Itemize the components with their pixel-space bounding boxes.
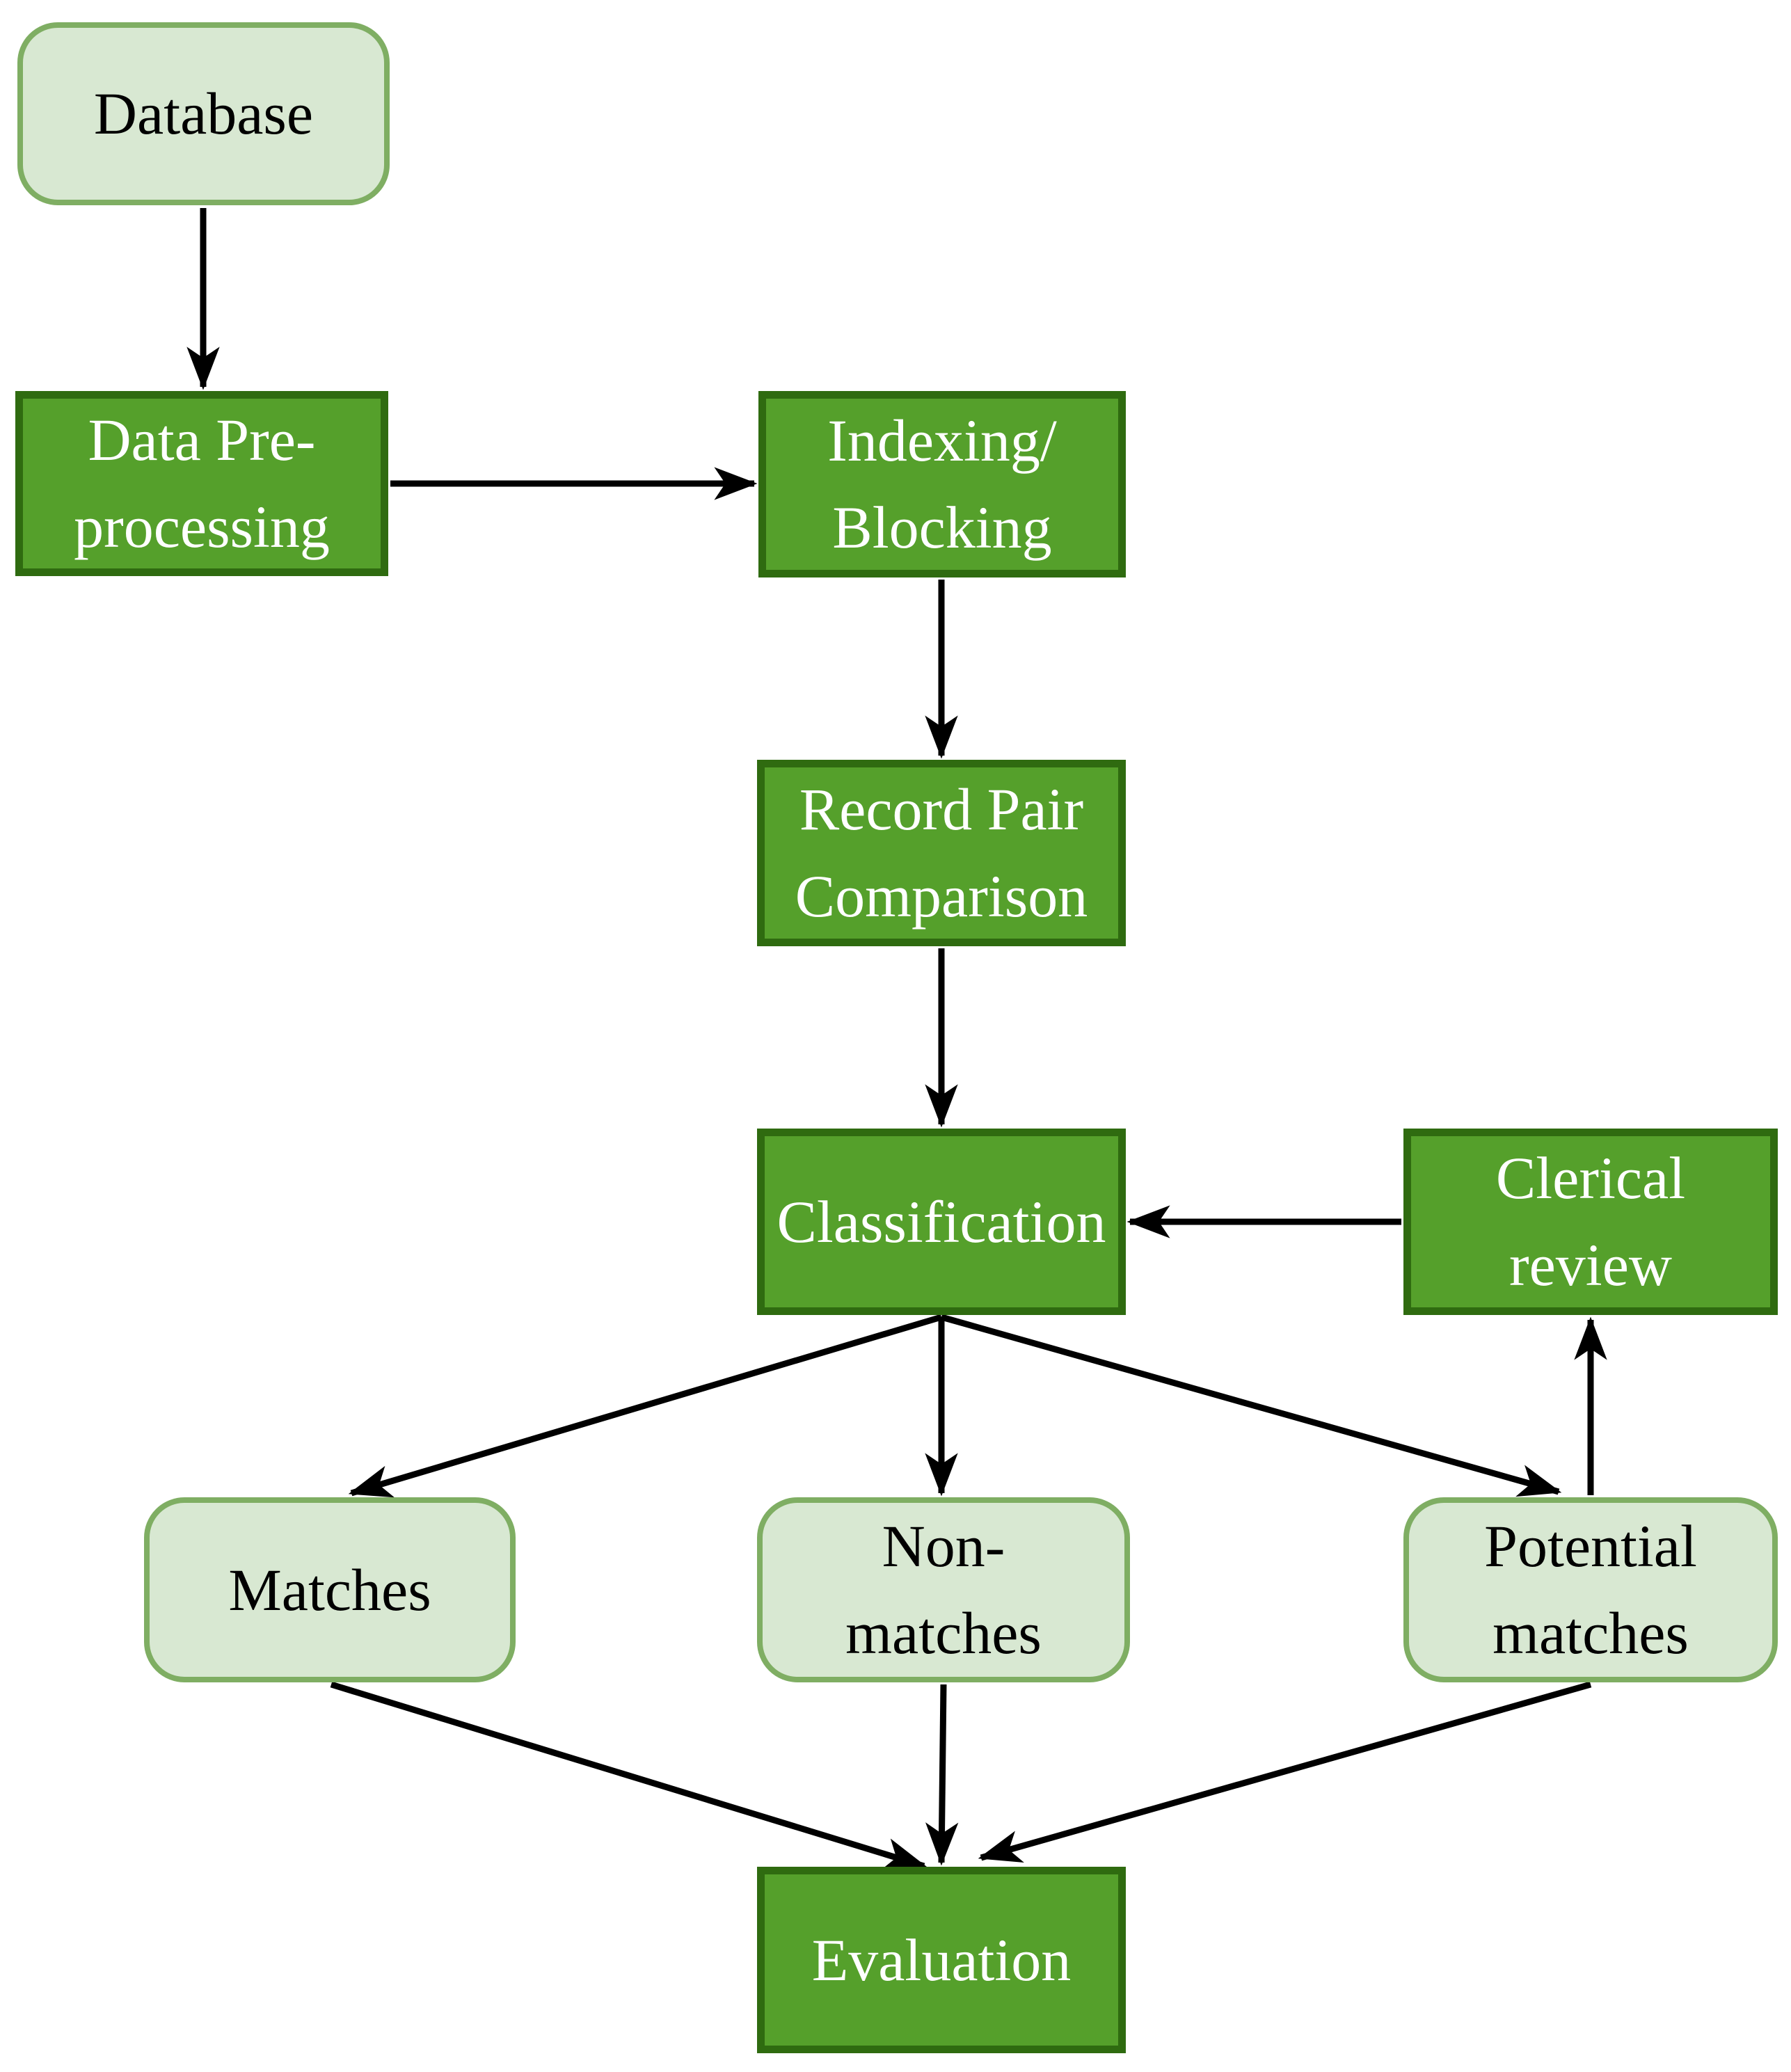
node-record-pair-comparison-label: Record Pair Comparison xyxy=(795,776,1088,930)
node-potential-matches-label: Potential matches xyxy=(1484,1513,1697,1666)
node-evaluation-label: Evaluation xyxy=(811,1926,1072,1993)
node-matches-label: Matches xyxy=(228,1556,431,1623)
edge-potential-to-evaluation xyxy=(978,1681,1592,1863)
node-database-label: Database xyxy=(93,80,314,148)
node-non-matches-label: Non- matches xyxy=(845,1513,1042,1666)
node-clerical-review: Clerical review xyxy=(1403,1129,1778,1315)
edge-matches-to-evaluation xyxy=(330,1681,928,1870)
node-indexing-blocking: Indexing/ Blocking xyxy=(758,391,1126,577)
node-classification: Classification xyxy=(757,1129,1126,1315)
node-indexing-blocking-label: Indexing/ Blocking xyxy=(827,407,1057,561)
node-evaluation: Evaluation xyxy=(757,1867,1126,2053)
node-potential-matches: Potential matches xyxy=(1403,1497,1778,1682)
node-matches: Matches xyxy=(144,1497,516,1682)
node-clerical-review-label: Clerical review xyxy=(1495,1145,1686,1298)
node-record-pair-comparison: Record Pair Comparison xyxy=(757,760,1126,946)
edge-classification-to-potential xyxy=(940,1314,1562,1497)
node-non-matches: Non- matches xyxy=(757,1497,1130,1682)
node-classification-label: Classification xyxy=(777,1188,1106,1255)
node-data-preprocessing-label: Data Pre- processing xyxy=(74,406,330,560)
edge-classification-to-matches xyxy=(348,1314,943,1498)
node-database: Database xyxy=(17,22,390,205)
node-data-preprocessing: Data Pre- processing xyxy=(15,391,388,576)
edge-nonmatches-to-evaluation xyxy=(925,1684,959,1866)
